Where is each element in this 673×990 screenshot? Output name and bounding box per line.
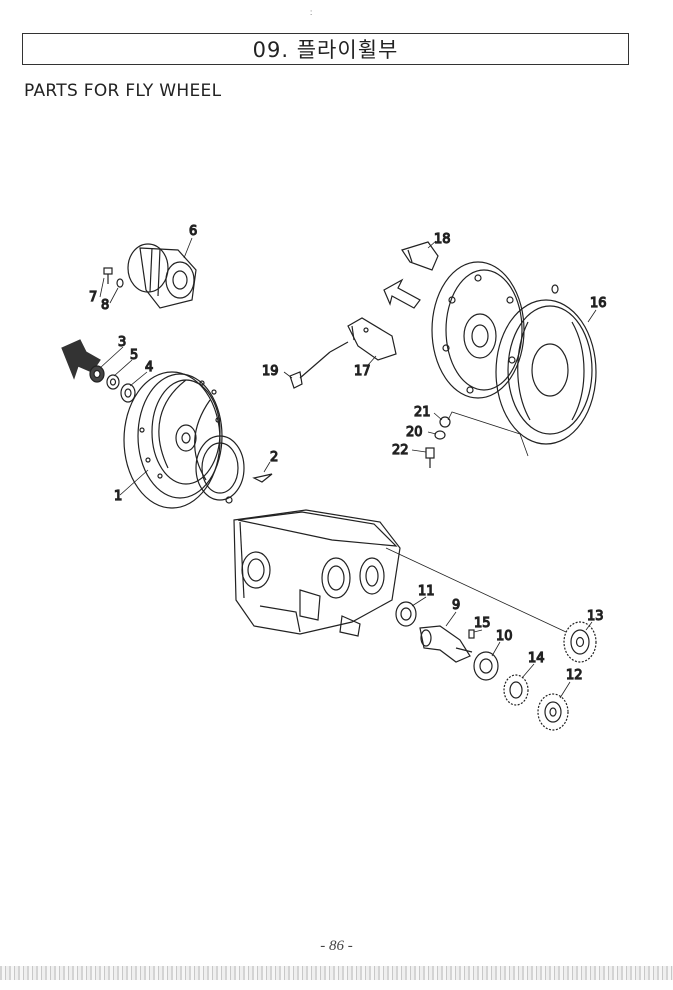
assembly-line: [385, 547, 567, 633]
callout-16: 16: [590, 296, 607, 311]
part-11-bearing: [395, 601, 417, 627]
callout-3: 3: [118, 335, 126, 350]
oil-seal-plate: [195, 435, 245, 501]
direction-arrow-upleft: [383, 278, 421, 309]
part-16-cover: [431, 261, 597, 445]
section-title: 09. 플라이휠부: [252, 38, 399, 62]
callout-12: 12: [566, 668, 583, 683]
section-subtitle: PARTS FOR FLY WHEEL: [24, 81, 222, 101]
callout-2: 2: [270, 450, 278, 465]
part-15-pin: [468, 629, 475, 639]
part-3-nut: [89, 365, 105, 383]
callout-10: 10: [496, 629, 513, 644]
part-10-bearing: [473, 651, 499, 681]
part-13-gear: [563, 621, 597, 663]
callout-17: 17: [354, 364, 371, 379]
part-19-bolt: [289, 341, 349, 389]
callout-18: 18: [434, 232, 451, 247]
callout-7: 7: [89, 290, 97, 305]
part-7-bolt: [103, 267, 113, 284]
callout-5: 5: [130, 348, 138, 363]
part-20-washer: [434, 430, 446, 440]
callout-22: 22: [392, 443, 409, 458]
callout-9: 9: [452, 598, 460, 613]
crankcase-block: [233, 509, 401, 637]
callout-11: 11: [418, 584, 435, 599]
callout-13: 13: [587, 609, 604, 624]
part-1-fly-wheel: [123, 371, 223, 509]
scan-mark: :: [310, 8, 313, 17]
scan-edge-strip: [0, 966, 673, 980]
part-17-bracket: [347, 317, 397, 361]
callout-19: 19: [262, 364, 279, 379]
callout-4: 4: [145, 360, 153, 375]
part-4-washer: [120, 383, 136, 403]
callout-8: 8: [101, 298, 109, 313]
callout-6: 6: [189, 224, 197, 239]
part-12-gear: [537, 693, 569, 731]
callout-15: 15: [474, 616, 491, 631]
part-2-key: [252, 473, 273, 483]
part-14-gear: [503, 674, 529, 706]
callout-1: 1: [114, 489, 122, 504]
leader-lines: [99, 237, 597, 699]
part-5-washer: [106, 374, 120, 390]
page-number: - 86 -: [320, 938, 353, 954]
part-18-bracket: [401, 241, 439, 271]
part-22-bolt: [425, 447, 435, 468]
callout-14: 14: [528, 651, 545, 666]
part-6-housing: [127, 243, 197, 309]
section-title-box: 09. 플라이휠부: [22, 33, 629, 65]
part-8-washer: [116, 278, 124, 288]
part-21-washer: [439, 416, 451, 428]
callout-20: 20: [406, 425, 423, 440]
small-bolt: [225, 496, 233, 504]
callout-21: 21: [414, 405, 431, 420]
part-9-crankshaft: [419, 625, 473, 663]
part-group-bracket: [447, 411, 529, 457]
